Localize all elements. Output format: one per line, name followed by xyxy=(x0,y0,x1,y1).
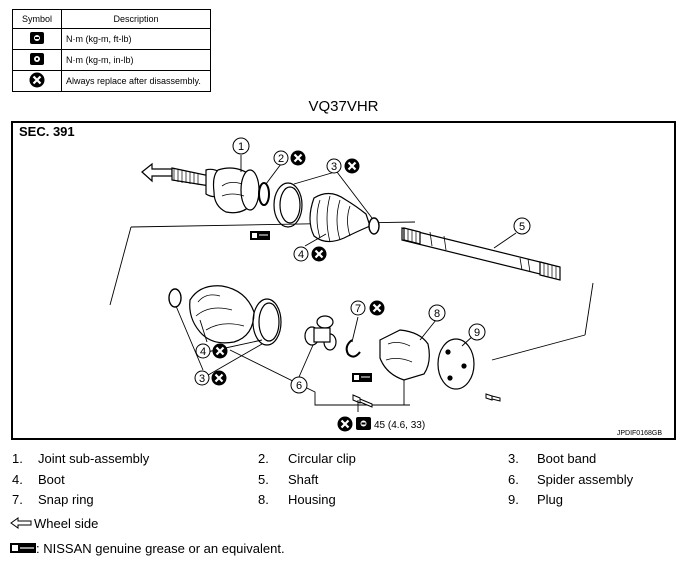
replace-x-icon xyxy=(336,415,354,433)
housing-part xyxy=(379,329,430,381)
snap-ring-part xyxy=(345,339,361,358)
part-number: 5. xyxy=(258,472,269,487)
diagram-frame xyxy=(11,121,676,440)
grease-icon xyxy=(10,543,36,553)
callout-4b-circle xyxy=(195,343,211,359)
callout-3b-label: 3 xyxy=(199,373,205,385)
replace-x-icon xyxy=(211,342,229,360)
boot-band-small-lower-part xyxy=(168,288,182,308)
model-title: VQ37VHR xyxy=(308,98,379,115)
replace-x-icon xyxy=(343,157,361,175)
grease-note: : NISSAN genuine grease or an equivalent… xyxy=(36,541,285,556)
part-number: 2. xyxy=(258,451,269,466)
part-name: Shaft xyxy=(288,472,319,487)
part-number: 8. xyxy=(258,492,269,507)
plug-part xyxy=(437,338,475,390)
circular-clip-part xyxy=(258,182,270,206)
replace-x-icon xyxy=(368,299,386,317)
replace-x-icon xyxy=(310,245,328,263)
callout-1-label: 1 xyxy=(238,141,244,153)
part-name: Boot xyxy=(38,472,65,487)
part-number: 3. xyxy=(508,451,519,466)
wheel-side-arrow-icon xyxy=(141,162,173,183)
torque-spec-label: 45 (4.6, 33) xyxy=(374,420,425,431)
replace-x-icon xyxy=(29,72,45,88)
torque-wrench-inlb-icon xyxy=(30,53,44,65)
torque-wrench-icon xyxy=(30,32,44,44)
replace-x-icon xyxy=(210,369,228,387)
callout-2-circle xyxy=(273,150,289,166)
callout-3a-circle xyxy=(326,158,342,174)
callout-4b-label: 4 xyxy=(200,346,206,358)
joint-sub-assembly-part xyxy=(171,167,260,214)
part-number: 1. xyxy=(12,451,23,466)
callout-8-circle xyxy=(428,304,446,322)
wheel-side-arrow-icon xyxy=(10,517,32,529)
legend-text-replace: Always replace after disassembly. xyxy=(61,70,211,92)
part-name: Plug xyxy=(537,492,564,507)
boot-band-large-lower-part xyxy=(252,298,282,346)
callout-9-label: 9 xyxy=(474,327,480,339)
spider-assembly-part xyxy=(304,315,337,351)
callout-3b-circle xyxy=(194,370,210,386)
callout-3a-label: 3 xyxy=(331,161,337,173)
callout-5-label: 5 xyxy=(519,221,525,233)
boot-band-large-part xyxy=(273,182,303,228)
part-name: Housing xyxy=(288,492,336,507)
boot-lower-part xyxy=(189,285,255,344)
boot-upper-part xyxy=(309,192,371,243)
part-number: 7. xyxy=(12,492,23,507)
part-number: 4. xyxy=(12,472,23,487)
callout-6-label: 6 xyxy=(296,380,302,392)
grease-housing-icon xyxy=(352,373,372,382)
callout-7-circle xyxy=(350,300,366,316)
part-number: 6. xyxy=(508,472,519,487)
part-name: Circular clip xyxy=(288,451,356,466)
symbol-legend-table: Symbol Description N·m (kg-m, ft-lb) N·m… xyxy=(12,9,211,92)
callout-5-circle xyxy=(513,217,531,235)
grease-icon xyxy=(250,231,270,240)
callout-4a-label: 4 xyxy=(298,249,304,261)
boot-band-small-part xyxy=(368,217,380,235)
torque-wrench-icon xyxy=(356,417,371,430)
callout-1-circle xyxy=(232,137,250,155)
callout-2-label: 2 xyxy=(278,153,284,165)
part-number: 9. xyxy=(508,492,519,507)
shaft-part xyxy=(401,227,561,281)
part-name: Spider assembly xyxy=(537,472,634,487)
callout-8-label: 8 xyxy=(434,308,440,320)
callout-6-circle xyxy=(290,376,308,394)
replace-x-icon xyxy=(289,149,307,167)
bolt-plug-part xyxy=(485,393,501,402)
callout-9-circle xyxy=(468,323,486,341)
part-name: Joint sub-assembly xyxy=(38,451,150,466)
section-label: SEC. 391 xyxy=(19,124,75,139)
callout-7-label: 7 xyxy=(355,303,361,315)
part-name: Snap ring xyxy=(38,492,94,507)
wheel-side-note: Wheel side xyxy=(34,516,99,531)
figure-code: JPDIF0168GB xyxy=(617,430,662,437)
part-name: Boot band xyxy=(537,451,597,466)
callout-4a-circle xyxy=(293,246,309,262)
